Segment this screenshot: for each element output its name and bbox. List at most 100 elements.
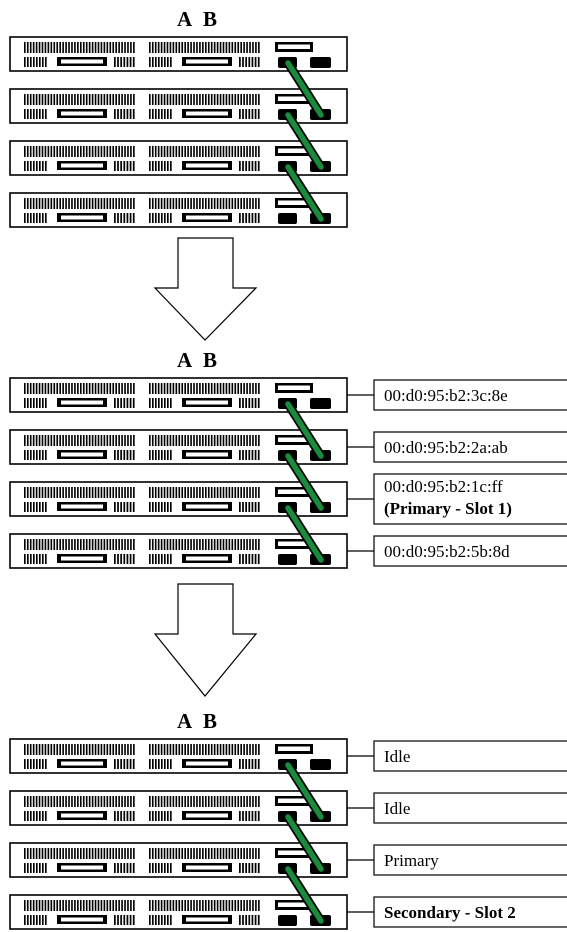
serial-port-icon (182, 213, 232, 222)
tag-text: 00:d0:95:b2:5b:8d (384, 542, 510, 561)
tag-box (373, 792, 567, 824)
serial-port-icon (57, 57, 107, 66)
serial-port-icon (57, 554, 107, 563)
serial-port-icon (182, 109, 232, 118)
management-port-icon (275, 94, 313, 104)
stack-switch (9, 481, 348, 517)
serial-port-icon (57, 398, 107, 407)
tag-text: Primary (384, 851, 439, 870)
stacking-cable (283, 760, 326, 822)
tag-box (373, 473, 567, 525)
management-port-icon (275, 796, 313, 806)
stacking-cable (283, 503, 326, 565)
management-port-icon (275, 900, 313, 910)
stack-switch (9, 738, 348, 774)
tag-text: Secondary - Slot 2 (384, 903, 516, 922)
serial-port-icon (182, 450, 232, 459)
switch-tag: 00:d0:95:b2:3c:8e (347, 379, 567, 411)
tag-box (373, 844, 567, 876)
management-port-icon (275, 146, 313, 156)
stacking-cable (283, 812, 326, 874)
port-label-a: A (177, 709, 193, 733)
management-port-icon (275, 198, 313, 208)
tag-box (373, 740, 567, 772)
stack-port-a-icon (278, 554, 297, 565)
stack-switch (9, 36, 348, 72)
stacking-cable (283, 162, 326, 224)
stacking-cable (283, 399, 326, 461)
stack-port-a-icon (278, 915, 297, 926)
port-label-a: A (177, 348, 193, 372)
tag-text: 00:d0:95:b2:3c:8e (384, 386, 508, 405)
switch-tag: 00:d0:95:b2:2a:ab (347, 431, 567, 463)
stack-switch (9, 140, 348, 176)
management-port-icon (275, 539, 313, 549)
switch-tag: 00:d0:95:b2:5b:8d (347, 535, 567, 567)
down-arrow-1 (153, 237, 258, 341)
stacking-cable (283, 58, 326, 120)
tag-text: 00:d0:95:b2:1c:ff (384, 477, 503, 496)
tag-text: 00:d0:95:b2:2a:ab (384, 438, 508, 457)
switch-tag: 00:d0:95:b2:1c:ff (Primary - Slot 1) (347, 473, 567, 525)
switch-tag: Idle (347, 740, 567, 772)
stack-switch (9, 533, 348, 569)
stack-switch (9, 842, 348, 878)
stack-switch (9, 192, 348, 228)
stack-port-a-icon (278, 213, 297, 224)
stacking-cable (283, 110, 326, 172)
serial-port-icon (182, 554, 232, 563)
management-port-icon (275, 435, 313, 445)
tag-box (373, 431, 567, 463)
port-label-b: B (203, 709, 217, 733)
management-port-icon (275, 487, 313, 497)
serial-port-icon (57, 759, 107, 768)
serial-port-icon (57, 450, 107, 459)
serial-port-icon (182, 863, 232, 872)
serial-port-icon (57, 811, 107, 820)
port-label-b: B (203, 7, 217, 31)
stacking-cable (283, 864, 326, 926)
serial-port-icon (182, 161, 232, 170)
serial-port-icon (57, 863, 107, 872)
serial-port-icon (57, 109, 107, 118)
tag-box (373, 535, 567, 567)
serial-port-icon (182, 502, 232, 511)
port-label-a: A (177, 7, 193, 31)
stack-switch (9, 88, 348, 124)
switch-tag: Secondary - Slot 2 (347, 896, 567, 928)
tag-box (373, 379, 567, 411)
stack-port-b-icon (310, 759, 331, 770)
switch-tag: Idle (347, 792, 567, 824)
serial-port-icon (182, 398, 232, 407)
stack-switch (9, 377, 348, 413)
management-port-icon (275, 383, 313, 393)
serial-port-icon (182, 915, 232, 924)
tag-text: Idle (384, 747, 410, 766)
management-port-icon (275, 744, 313, 754)
serial-port-icon (182, 759, 232, 768)
serial-port-icon (57, 502, 107, 511)
serial-port-icon (57, 213, 107, 222)
stack-switch (9, 894, 348, 930)
tag-box (373, 896, 567, 928)
serial-port-icon (182, 811, 232, 820)
serial-port-icon (182, 57, 232, 66)
management-port-icon (275, 42, 313, 52)
port-label-b: B (203, 348, 217, 372)
down-arrow-2 (153, 583, 258, 697)
stack-port-b-icon (310, 398, 331, 409)
switch-tag: Primary (347, 844, 567, 876)
tag-text: (Primary - Slot 1) (384, 499, 512, 518)
stack-switch (9, 429, 348, 465)
tag-text: Idle (384, 799, 410, 818)
stack-switch (9, 790, 348, 826)
down-arrow-icon (153, 583, 258, 697)
stacking-cable (283, 451, 326, 513)
serial-port-icon (57, 161, 107, 170)
stack-port-b-icon (310, 57, 331, 68)
management-port-icon (275, 848, 313, 858)
